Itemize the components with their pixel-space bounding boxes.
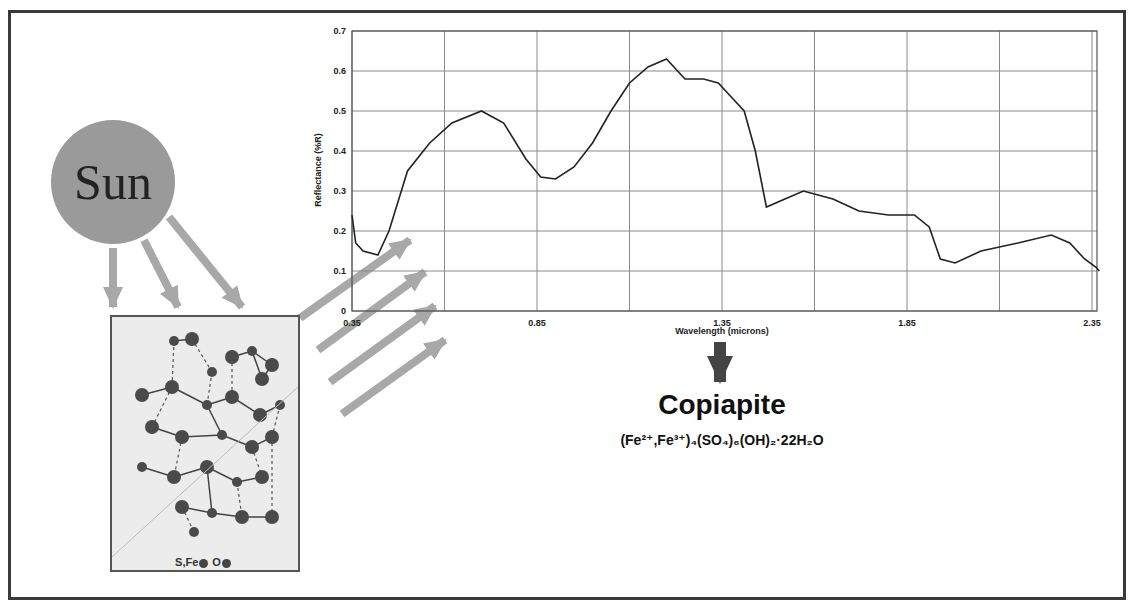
y-tick-label: 0.3 [334, 186, 347, 196]
y-axis-title: Reflectance (%R) [313, 133, 323, 207]
y-tick-label: 0.4 [334, 146, 347, 156]
grid-line [999, 31, 1000, 311]
grid-line [352, 271, 1097, 272]
crystal-structure-box: S,Fe O [110, 315, 300, 572]
reflectance-curve [352, 59, 1099, 271]
y-tick-label: 0.6 [334, 66, 347, 76]
grid-line [352, 231, 1097, 232]
grid-line [352, 111, 1097, 112]
spectrum-chart [352, 31, 1099, 311]
grid-line [907, 31, 908, 311]
incident-ray [144, 240, 178, 307]
incident-ray [109, 248, 117, 307]
grid-line [722, 31, 723, 311]
grid-line [629, 31, 630, 311]
atom-dot [222, 559, 231, 568]
atom-key-label: S,Fe [175, 556, 198, 568]
grid-line [444, 31, 445, 311]
sun-label: Sun [74, 157, 152, 207]
reflected-rays [300, 240, 445, 414]
plot-area [352, 31, 1097, 311]
y-tick-label: 0.7 [334, 26, 347, 36]
x-tick-label: 1.85 [898, 318, 916, 328]
x-axis-title: Wavelength (microns) [675, 326, 769, 336]
sun-circle: Sun [51, 120, 175, 244]
atom-key-label: O [212, 556, 221, 568]
x-tick-label: 2.35 [1083, 318, 1101, 328]
y-tick-label: 0.5 [334, 106, 347, 116]
atom-dot [199, 559, 208, 568]
grid-line [352, 71, 1097, 72]
y-tick-label: 0.2 [334, 226, 347, 236]
y-tick-label: 0.1 [334, 266, 347, 276]
grid-line [352, 151, 1097, 152]
grid-line [814, 31, 815, 311]
atom-key: S,Fe O [112, 556, 298, 568]
x-tick-label: 0.35 [343, 318, 361, 328]
y-tick-label: 0 [341, 306, 346, 316]
result-arrow [714, 342, 726, 382]
crystal-structure [112, 317, 298, 570]
incident-ray [169, 217, 242, 307]
grid-line [352, 191, 1097, 192]
grid-line [1092, 31, 1093, 311]
chemical-formula: (Fe²⁺,Fe³⁺)₄(SO₄)₆(OH)₂·22H₂O [620, 432, 823, 448]
mineral-name: Copiapite [658, 389, 786, 421]
x-tick-label: 0.85 [528, 318, 546, 328]
